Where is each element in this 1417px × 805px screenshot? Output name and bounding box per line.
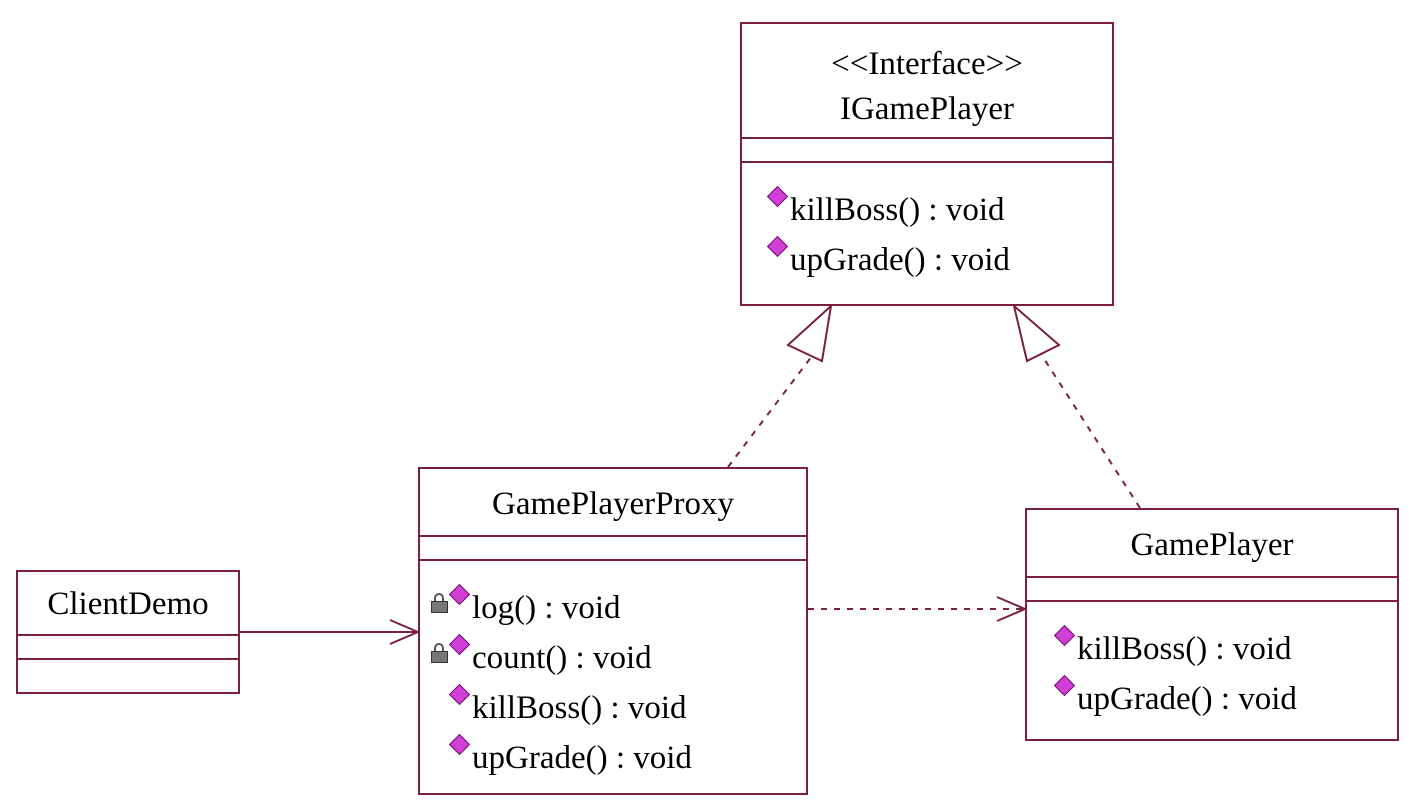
public-operation-icon	[1053, 674, 1076, 697]
attribute-compartment	[1027, 578, 1397, 602]
operation-label: upGrade() : void	[790, 242, 1010, 278]
class-name-compartment: <<Interface>> IGamePlayer	[742, 24, 1112, 139]
operation-compartment: killBoss() : void upGrade() : void	[742, 163, 1112, 285]
class-clientdemo[interactable]: ClientDemo	[16, 570, 240, 694]
public-operation-icon	[448, 683, 471, 706]
realization-proxy-line	[727, 355, 813, 468]
operation-item[interactable]: count() : void	[431, 633, 806, 683]
operation-label: log() : void	[472, 590, 621, 626]
class-igameplayer[interactable]: <<Interface>> IGamePlayer killBoss() : v…	[740, 22, 1114, 306]
class-gameplayerproxy[interactable]: GamePlayerProxy log() : void count() : v…	[418, 467, 808, 795]
operation-item[interactable]: upGrade() : void	[764, 235, 1112, 285]
private-lock-icon	[430, 643, 450, 663]
attribute-compartment	[420, 537, 806, 561]
public-operation-icon	[448, 583, 471, 606]
operation-item[interactable]: killBoss() : void	[446, 683, 806, 733]
operation-label: upGrade() : void	[1077, 681, 1297, 717]
class-name-compartment: GamePlayerProxy	[420, 469, 806, 537]
attribute-compartment	[742, 139, 1112, 163]
operation-label: killBoss() : void	[472, 690, 687, 726]
class-gameplayer[interactable]: GamePlayer killBoss() : void upGrade() :…	[1025, 508, 1399, 741]
realization-proxy-arrowhead	[786, 303, 833, 363]
public-operation-icon	[766, 235, 789, 258]
class-name-compartment: ClientDemo	[18, 572, 238, 636]
operation-compartment: log() : void count() : void killBoss() :…	[420, 561, 806, 783]
operation-compartment: killBoss() : void upGrade() : void	[1027, 602, 1397, 724]
class-name: GamePlayerProxy	[492, 486, 734, 522]
class-name: GamePlayer	[1130, 527, 1294, 563]
operation-label: killBoss() : void	[1077, 631, 1292, 667]
operation-label: killBoss() : void	[790, 192, 1005, 228]
operation-label: count() : void	[472, 640, 652, 676]
stereotype-label: <<Interface>>	[831, 46, 1023, 82]
public-operation-icon	[448, 633, 471, 656]
public-operation-icon	[766, 185, 789, 208]
operation-item[interactable]: killBoss() : void	[1051, 624, 1397, 674]
operation-item[interactable]: upGrade() : void	[446, 733, 806, 783]
operation-label: upGrade() : void	[472, 740, 692, 776]
class-name: IGamePlayer	[839, 90, 1015, 127]
realization-gameplayer-line	[1040, 353, 1141, 509]
public-operation-icon	[448, 733, 471, 756]
operation-item[interactable]: killBoss() : void	[764, 185, 1112, 235]
class-name: ClientDemo	[47, 586, 209, 622]
operation-compartment	[18, 660, 238, 690]
realization-gameplayer-arrowhead	[1012, 303, 1061, 363]
private-lock-icon	[430, 593, 450, 613]
public-operation-icon	[1053, 624, 1076, 647]
class-name-compartment: GamePlayer	[1027, 510, 1397, 578]
operation-item[interactable]: upGrade() : void	[1051, 674, 1397, 724]
operation-item[interactable]: log() : void	[431, 583, 806, 633]
attribute-compartment	[18, 636, 238, 660]
